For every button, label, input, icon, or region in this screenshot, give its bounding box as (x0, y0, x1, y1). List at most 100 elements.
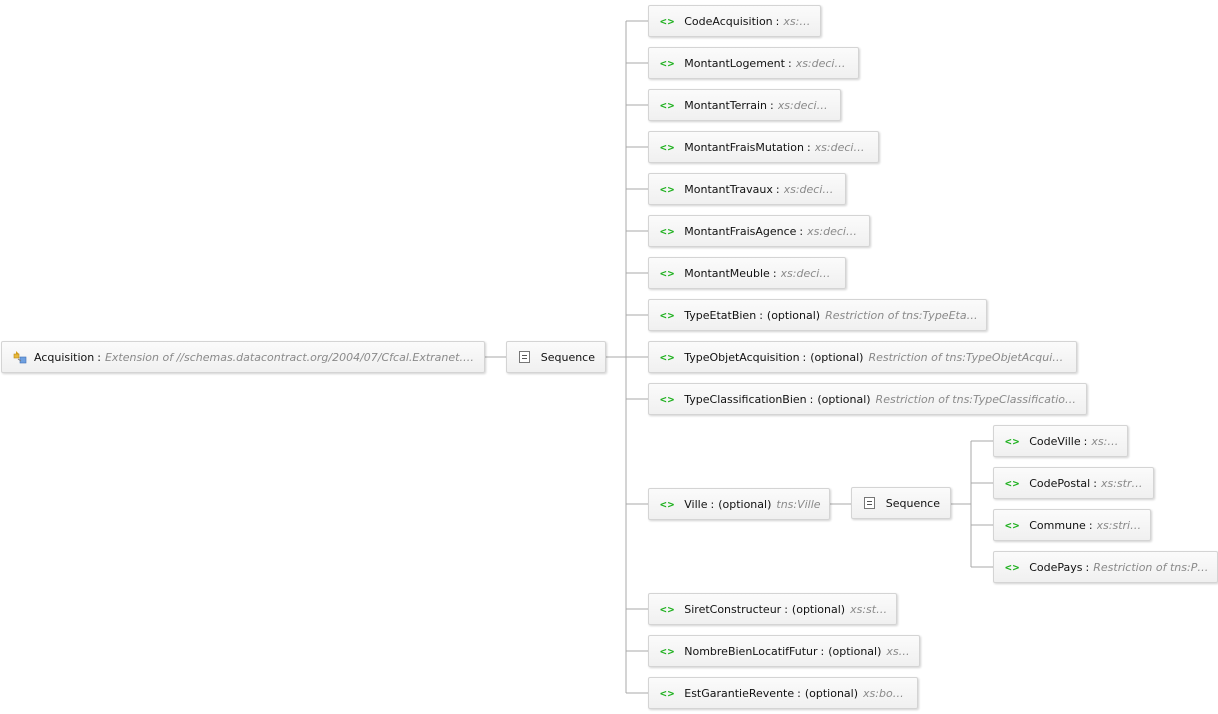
element-angle-brackets-icon: <> (660, 14, 676, 28)
root-node-acquisition[interactable]: Acquisition : Extension of //schemas.dat… (1, 341, 485, 373)
element-name: EstGarantieRevente (684, 686, 795, 700)
element-type: xs:decimal (780, 266, 837, 280)
element-type: Restriction of tns:Pays (1093, 560, 1209, 574)
sequence-node-main[interactable]: Sequence (506, 341, 606, 373)
element-angle-brackets-icon: <> (660, 308, 676, 322)
element-name: TypeEtatBien (684, 308, 757, 322)
element-optional: (optional) (718, 497, 772, 511)
element-separator: : (820, 644, 825, 658)
element-name: CodeAcquisition (684, 14, 773, 28)
element-separator: : (770, 98, 774, 112)
sequence-label: Sequence (540, 350, 595, 364)
element-name: MontantTravaux (684, 182, 773, 196)
sequence-label: Sequence (885, 496, 940, 510)
element-angle-brackets-icon: <> (1005, 434, 1021, 448)
root-separator: : (97, 350, 101, 364)
element-node-montantfraismutation[interactable]: <> MontantFraisMutation:xs:decimal (648, 131, 879, 163)
element-name: MontantTerrain (684, 98, 768, 112)
element-separator: : (772, 266, 777, 280)
element-separator: : (797, 686, 801, 700)
element-angle-brackets-icon: <> (660, 266, 676, 280)
element-angle-brackets-icon: <> (660, 392, 676, 406)
element-type: xs:boolean (863, 686, 909, 700)
sequence-list-icon (519, 351, 530, 363)
element-separator: : (784, 602, 788, 616)
element-separator: : (806, 140, 811, 154)
element-type: xs:int (1091, 434, 1119, 448)
element-node-commune[interactable]: <> Commune:xs:string (993, 509, 1151, 541)
element-type: xs:string (1096, 518, 1142, 532)
element-type: xs:decimal (795, 56, 850, 70)
element-node-montantfraisagence[interactable]: <> MontantFraisAgence:xs:decimal (648, 215, 870, 247)
element-separator: : (809, 392, 814, 406)
element-separator: : (787, 56, 792, 70)
element-name: CodePostal (1029, 476, 1091, 490)
element-node-codeacquisition[interactable]: <> CodeAcquisition:xs:int (648, 5, 821, 37)
element-optional: (optional) (810, 350, 864, 364)
element-node-estgarantierevente[interactable]: <>EstGarantieRevente:(optional)xs:boolea… (648, 677, 918, 709)
element-separator: : (1083, 434, 1088, 448)
element-optional: (optional) (766, 308, 821, 322)
element-name: Ville (684, 497, 708, 511)
element-angle-brackets-icon: <> (660, 182, 676, 196)
element-node-codepays[interactable]: <>CodePays:Restriction of tns:Pays (993, 551, 1218, 583)
element-node-siretconstructeur[interactable]: <> SiretConstructeur:(optional) xs:string (648, 593, 897, 625)
element-type: xs:decimal (783, 182, 837, 196)
root-name: Acquisition (34, 350, 95, 364)
element-name: TypeClassificationBien (684, 392, 807, 406)
element-type: xs:decimal (807, 224, 861, 238)
element-angle-brackets-icon: <> (1005, 518, 1021, 532)
element-name: MontantFraisMutation (684, 140, 804, 154)
element-node-montanttravaux[interactable]: <> MontantTravaux:xs:decimal (648, 173, 846, 205)
element-separator: : (759, 308, 763, 322)
element-angle-brackets-icon: <> (660, 350, 676, 364)
element-optional: (optional) (817, 392, 871, 406)
element-name: MontantMeuble (684, 266, 770, 280)
element-node-codeville[interactable]: <> CodeVille:xs:int (993, 425, 1128, 457)
element-type: xs:decimal (814, 140, 870, 154)
element-separator: : (775, 14, 780, 28)
element-type: Restriction of tns:TypeEtatBien (825, 308, 978, 322)
sequence-node-ville[interactable]: Sequence (851, 487, 951, 519)
element-type: xs:decimal (777, 98, 832, 112)
element-angle-brackets-icon: <> (1005, 560, 1021, 574)
element-angle-brackets-icon: <> (660, 98, 676, 112)
element-node-typeetatbien[interactable]: <> TypeEtatBien:(optional) Restriction of … (648, 299, 987, 331)
element-optional: (optional) (828, 644, 882, 658)
element-angle-brackets-icon: <> (660, 602, 676, 616)
element-separator: : (1085, 560, 1090, 574)
element-node-montantterrain[interactable]: <> MontantTerrain:xs:decimal (648, 89, 841, 121)
element-name: MontantFraisAgence (684, 224, 797, 238)
element-angle-brackets-icon: <> (660, 686, 676, 700)
element-angle-brackets-icon: <> (660, 224, 676, 238)
element-node-nombrebienlocatiffutur[interactable]: <>NombreBienLocatifFutur:(optional)xs:in… (648, 635, 920, 667)
element-angle-brackets-icon: <> (660, 140, 676, 154)
element-type: tns:Ville (776, 497, 821, 511)
element-node-typeobjetacquisition[interactable]: <> TypeObjetAcquisition:(optional) Restric… (648, 341, 1077, 373)
element-optional: (optional) (791, 602, 846, 616)
element-angle-brackets-icon: <> (1005, 476, 1021, 490)
element-name: NombreBienLocatifFutur (684, 644, 818, 658)
sequence-list-icon (864, 497, 875, 509)
element-separator: : (1088, 518, 1093, 532)
element-type: Restriction of tns:TypeObjetAcquisition (868, 350, 1068, 364)
element-separator: : (802, 350, 807, 364)
element-node-ville[interactable]: <>Ville:(optional)tns:Ville (648, 488, 830, 520)
element-name: Commune (1029, 518, 1086, 532)
element-angle-brackets-icon: <> (660, 497, 676, 511)
element-node-montantmeuble[interactable]: <> MontantMeuble:xs:decimal (648, 257, 846, 289)
element-node-codepostal[interactable]: <>CodePostal:xs:string (993, 467, 1154, 499)
element-name: SiretConstructeur (684, 602, 782, 616)
element-node-typeclassificationbien[interactable]: <> TypeClassificationBien:(optional) Restr… (648, 383, 1087, 415)
element-type: xs:string (850, 602, 888, 616)
element-node-montantlogement[interactable]: <>MontantLogement:xs:decimal (648, 47, 859, 79)
element-type: xs:int (783, 14, 812, 28)
element-name: MontantLogement (684, 56, 785, 70)
element-separator: : (1093, 476, 1097, 490)
element-name: TypeObjetAcquisition (684, 350, 800, 364)
element-name: CodeVille (1029, 434, 1081, 448)
element-separator: : (775, 182, 780, 196)
element-separator: : (799, 224, 804, 238)
element-type: Restriction of tns:TypeClassificationBie… (875, 392, 1078, 406)
element-type: xs:int (886, 644, 911, 658)
